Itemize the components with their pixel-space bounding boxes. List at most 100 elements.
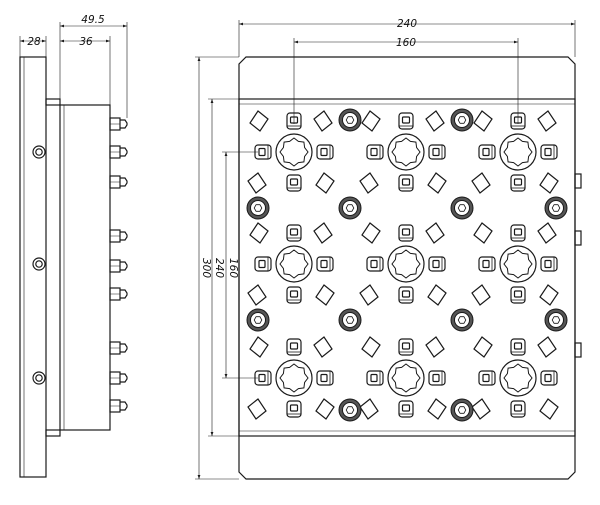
support-pad [427,172,447,194]
clamp-slot [366,144,384,160]
star-locating-hole [499,359,537,397]
support-pad [313,336,333,358]
support-pad [425,336,445,358]
right-nub-top [574,173,582,189]
star-locating-hole [275,245,313,283]
support-pad [361,222,381,244]
dim-width-overall: 240 [397,18,417,30]
support-pad [471,284,491,306]
side-flange-plate [19,56,47,478]
bolt-head [338,196,362,220]
side-pin [109,371,128,385]
dim-height-overall: 300 [200,258,212,278]
support-pad [315,398,335,420]
bolt-head [338,398,362,422]
support-pad [249,336,269,358]
bolt-head [450,308,474,332]
star-locating-hole [275,133,313,171]
side-pin [109,287,128,301]
support-pad [537,222,557,244]
star-locating-hole [499,245,537,283]
right-nub-bottom [574,342,582,358]
clamp-slot [428,370,446,386]
star-locating-hole [275,359,313,397]
clamp-slot [366,256,384,272]
support-pad [471,172,491,194]
clamp-slot [286,400,302,418]
clamp-slot [540,256,558,272]
support-pad [313,110,333,132]
clamp-slot [398,400,414,418]
clamp-slot [398,338,414,356]
side-hole-bottom [32,371,46,385]
dim-height-inner: 240 [213,258,225,278]
support-pad [427,398,447,420]
clamp-slot [254,256,272,272]
bolt-head [544,308,568,332]
front-view [195,20,582,480]
side-step-bottom [45,429,61,437]
clamp-slot [510,174,526,192]
clamp-slot [398,174,414,192]
support-pad [315,172,335,194]
right-nub-middle [574,230,582,246]
support-pad [427,284,447,306]
bolt-head [338,308,362,332]
side-view [19,22,128,478]
support-pad [247,172,267,194]
front-inner-body [238,98,576,437]
clamp-slot [478,370,496,386]
clamp-slot [478,144,496,160]
support-pad [249,110,269,132]
clamp-slot [478,256,496,272]
clamp-slot [286,338,302,356]
side-step-top [45,98,61,106]
front-features [246,108,568,422]
dim-height-holes: 160 [227,258,239,278]
support-pad [539,284,559,306]
clamp-slot [316,144,334,160]
star-locating-hole [387,245,425,283]
star-locating-hole [387,359,425,397]
support-pad [249,222,269,244]
support-pad [361,110,381,132]
support-pad [425,110,445,132]
side-hole-top [32,145,46,159]
dim-overall-depth: 49.5 [81,14,105,26]
clamp-slot [398,224,414,242]
side-body [59,104,111,431]
star-locating-hole [387,133,425,171]
support-pad [539,172,559,194]
bolt-head [246,196,270,220]
support-pad [537,110,557,132]
side-pin [109,145,128,159]
side-pin [109,117,128,131]
clamp-slot [510,338,526,356]
support-pad [425,222,445,244]
support-pad [471,398,491,420]
clamp-slot [540,144,558,160]
bolt-head [450,196,474,220]
support-pad [473,336,493,358]
clamp-slot [510,286,526,304]
side-pins [109,117,128,413]
support-pad [473,222,493,244]
clamp-slot [510,224,526,242]
support-pad [247,398,267,420]
star-locating-hole [499,133,537,171]
dim-body-depth: 36 [79,36,93,48]
support-pad [361,336,381,358]
bolt-head [246,308,270,332]
clamp-slot [540,370,558,386]
clamp-slot [398,112,414,130]
clamp-slot [316,370,334,386]
support-pad [359,172,379,194]
clamp-slot [366,370,384,386]
bolt-head [450,108,474,132]
bolt-head [338,108,362,132]
side-pin [109,341,128,355]
support-pad [313,222,333,244]
side-hole-middle [32,257,46,271]
clamp-slot [428,144,446,160]
